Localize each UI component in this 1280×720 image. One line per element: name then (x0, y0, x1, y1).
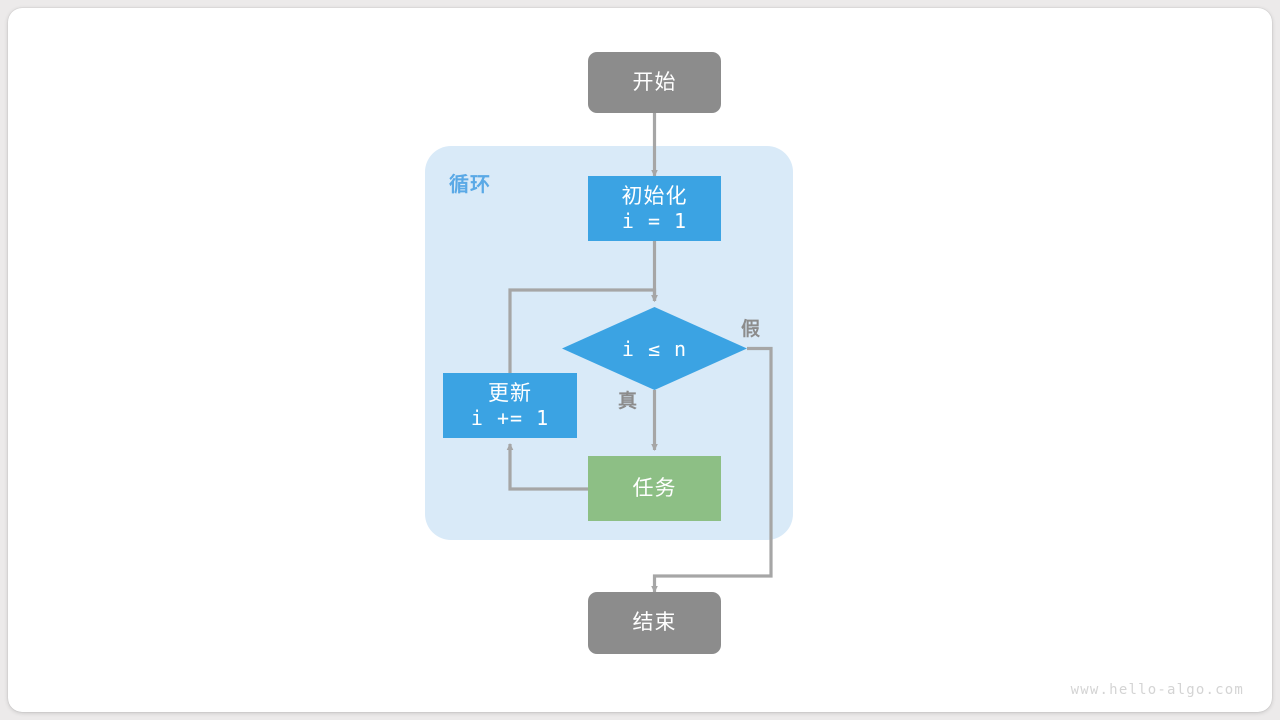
edge-task-to-update (506, 442, 588, 491)
edge-label-false: 假 (741, 318, 761, 340)
node-end[interactable] (588, 592, 721, 654)
edge-update-to-cond (508, 288, 658, 373)
loop-container-label: 循环 (449, 172, 491, 196)
edge-cond-to-end (651, 346, 773, 594)
node-task[interactable] (588, 456, 721, 521)
edge-label-true: 真 (618, 390, 638, 412)
watermark: www.hello-algo.com (1070, 682, 1244, 698)
node-update[interactable] (443, 373, 577, 438)
node-init[interactable] (588, 176, 721, 241)
node-start[interactable] (588, 52, 721, 113)
connector-group (506, 113, 773, 594)
node-condition[interactable] (562, 307, 747, 390)
